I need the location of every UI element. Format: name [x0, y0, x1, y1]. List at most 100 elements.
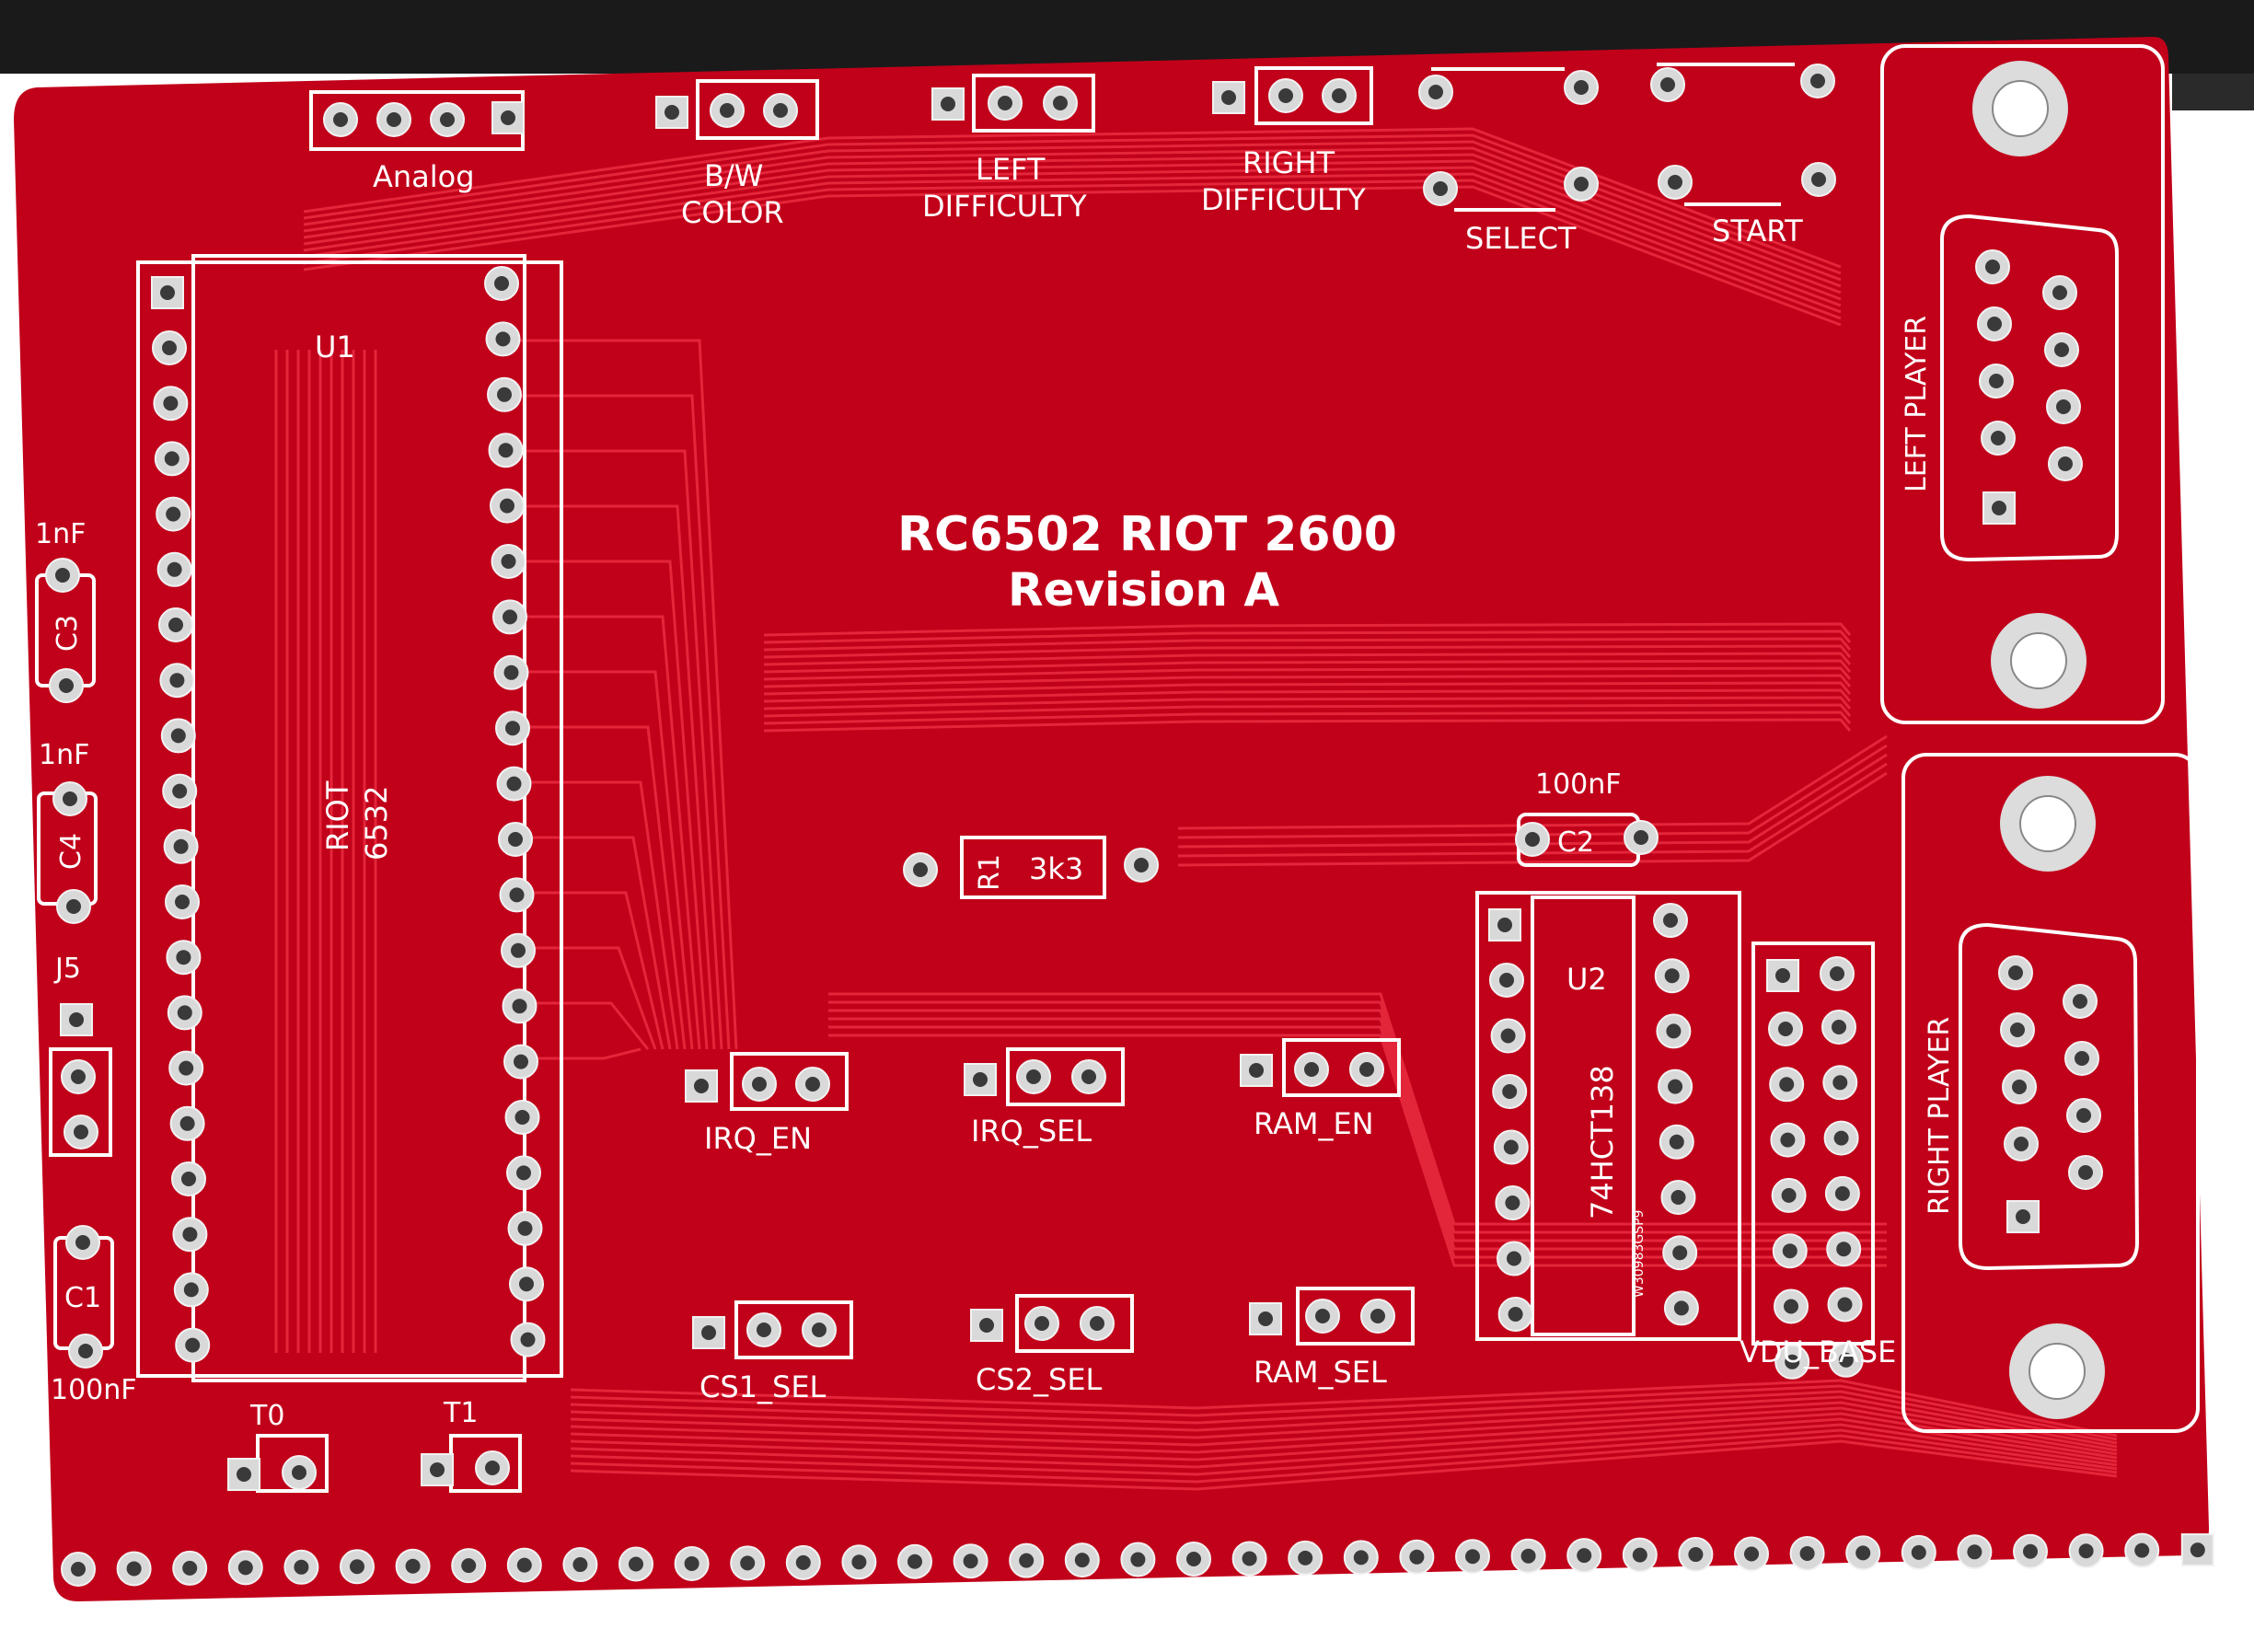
left-player-outline [1880, 44, 2165, 724]
left-diff-header-pad-1 [931, 87, 965, 121]
bottom-trace [570, 1428, 2118, 1476]
u1-trace [506, 394, 731, 1050]
right-db9-b-pad-3 [2066, 1098, 2101, 1133]
edge-connector-pad-12 [674, 1545, 710, 1581]
edge-connector-pad-26 [1455, 1539, 1490, 1575]
u1-left-pad-7 [159, 663, 195, 699]
vdu-base-a-pad-1 [1768, 1011, 1803, 1046]
r1-pad-1 [903, 852, 938, 887]
cs2-sel-b-pad-1 [1024, 1306, 1059, 1341]
bw-header-b-pad-1 [710, 93, 745, 128]
bottom-trace [570, 1434, 2118, 1484]
right-player-outline [1901, 753, 2200, 1433]
vdu-base-a-pad-4 [1771, 1177, 1807, 1213]
vdu-base-b-pad-6 [1827, 1287, 1863, 1323]
u1-right-pad-20 [510, 1322, 546, 1357]
u2-right-pad-6 [1660, 1180, 1696, 1215]
u1-right-pad-5 [490, 488, 525, 524]
j5-pad-3 [64, 1115, 98, 1149]
edge-connector-pad-23 [1288, 1540, 1324, 1576]
bottom-trace [570, 1379, 2118, 1438]
label-left-player: LEFT PLAYER [1901, 316, 1933, 492]
analog-header-pad-3 [430, 102, 465, 137]
edge-connector-pad-18 [1009, 1542, 1045, 1578]
cs1-sel-outline [734, 1300, 853, 1359]
irq-sel-b-pad-2 [1071, 1059, 1106, 1094]
select-switch-pad-1 [1418, 75, 1453, 110]
label-cs1-sel: CS1_SEL [699, 1369, 826, 1404]
cs1-sel-b-pad-1 [746, 1312, 781, 1347]
bus-trace [763, 637, 1852, 652]
c3-pad-2 [49, 668, 84, 703]
label-left: LEFT [976, 152, 1046, 187]
r1-trace [1177, 734, 1888, 830]
u1-left-pad-14 [168, 1050, 204, 1086]
bus-trace [763, 674, 1852, 688]
vdu-base-b-pad-7 [1828, 1342, 1864, 1378]
vdu-base-a-pad-5 [1772, 1233, 1808, 1269]
u2-right-pad-8 [1663, 1290, 1699, 1326]
j5-outline [49, 1047, 112, 1157]
bus-trace [763, 688, 1852, 703]
bottom-trace [570, 1439, 2118, 1491]
u1-left-pad-6 [158, 607, 193, 642]
right-diff-header-b-pad-2 [1322, 78, 1357, 113]
edge-connector-pad-13 [730, 1545, 766, 1581]
silkscreen-outlines [35, 44, 2200, 1493]
bus-trace [763, 703, 1852, 718]
c2-pad-1 [1515, 822, 1550, 857]
label-riot-part: 6532 [359, 786, 394, 861]
left-mount-hole-top-inner [1992, 80, 2049, 137]
vdu-base-a-pad-2 [1769, 1067, 1805, 1103]
u1-pad-1 [151, 276, 184, 309]
silkscreen-text: RC6502 RIOT 2600 Revision A Analog B/W C… [35, 145, 1956, 1432]
u1-left-pad-11 [165, 884, 200, 919]
u1-left-pad-8 [160, 718, 196, 754]
board-title: RC6502 RIOT 2600 [897, 507, 1397, 562]
bus-trace [763, 681, 1852, 696]
ram-sel-b-pad-1 [1305, 1299, 1340, 1334]
label-c3-value: 1nF [35, 518, 86, 550]
left-db9-a-pad-2 [1977, 306, 2012, 341]
u1-right-pad-18 [507, 1210, 543, 1246]
bus-trace [763, 630, 1852, 644]
u1-trace [506, 670, 694, 1050]
u2-left-pad-6 [1497, 1241, 1532, 1277]
edge-connector-pad-39 [2180, 1533, 2214, 1567]
ram-en-pad-1 [1240, 1054, 1273, 1087]
edge-connector-pad-10 [562, 1547, 598, 1583]
bottom-trace [570, 1417, 2118, 1463]
bottom-trace [570, 1423, 2118, 1469]
background-corner [2172, 74, 2254, 110]
label-c2-value: 100nF [1535, 768, 1622, 801]
vdu-base-a-pad-7 [1774, 1344, 1810, 1380]
analog-header-pad-2 [376, 102, 411, 137]
bus-trace [763, 644, 1852, 659]
edge-connector-pad-27 [1510, 1538, 1546, 1574]
u1-left-pad-9 [162, 773, 198, 809]
label-right: RIGHT [1243, 145, 1335, 180]
label-u2-part: 74HCT138 [1585, 1065, 1620, 1219]
r1-trace [1177, 753, 1888, 849]
vdu-base-b-pad-2 [1822, 1065, 1858, 1101]
label-bw: B/W [704, 158, 763, 193]
edge-connector-pad-31 [1734, 1536, 1769, 1572]
u1-left-pad-12 [166, 940, 202, 976]
label-ram-sel: RAM_SEL [1254, 1355, 1387, 1390]
edge-connector-pad-38 [2124, 1532, 2160, 1568]
u1-right-pad-4 [488, 433, 524, 468]
bw-header-outline [696, 79, 819, 140]
u2-right-pad-4 [1658, 1069, 1693, 1104]
c4-pad-2 [56, 889, 91, 924]
label-c2: C2 [1557, 826, 1594, 859]
bus-trace [763, 710, 1852, 725]
u1-right-pad-3 [487, 376, 522, 412]
label-c4: C4 [55, 833, 87, 870]
edge-connector-pad-1 [61, 1552, 96, 1587]
u1-right-pad-6 [491, 544, 526, 579]
r1-outline [960, 836, 1106, 899]
edge-connector-pad-32 [1789, 1535, 1825, 1571]
edge-connector-pad-36 [2013, 1533, 2048, 1569]
edge-connector-pad-24 [1343, 1540, 1379, 1576]
edge-connector-pad-25 [1399, 1539, 1435, 1575]
